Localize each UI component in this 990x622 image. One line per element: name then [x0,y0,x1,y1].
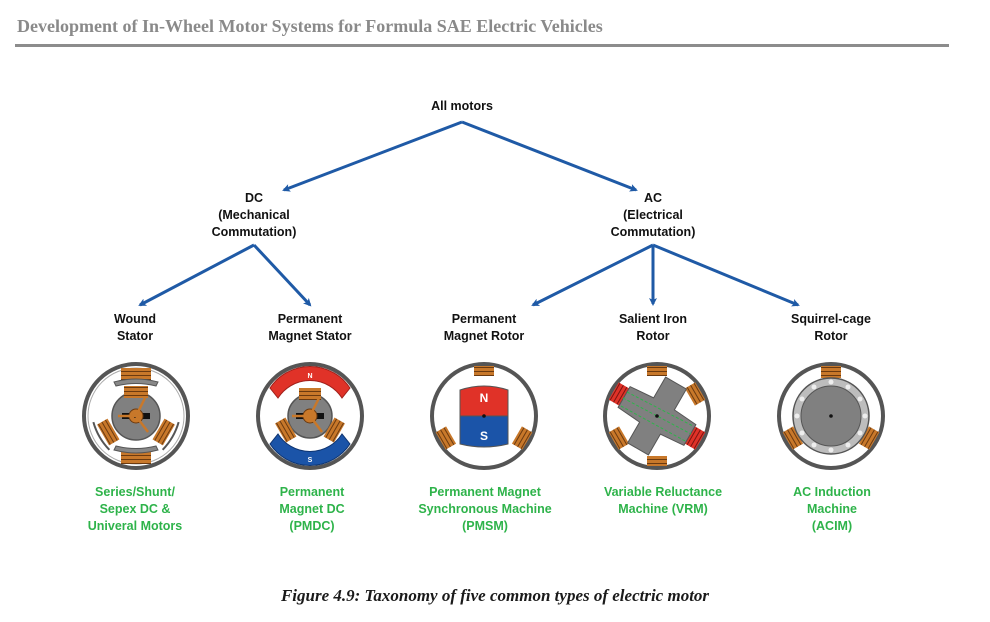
node-line: Permanent [277,312,343,326]
node-ac-line: (Electrical [623,208,683,222]
type-line: Series/Shunt/ [95,485,175,499]
node-line: Wound [113,312,157,326]
header-divider [15,44,949,47]
node-pm-stator: Permanent Magnet Stator [268,311,351,345]
motor-type-pmdc: Permanent Magnet DC (PMDC) [279,484,344,535]
node-line: Stator [116,329,154,343]
motor-type-pmsm: Permanent Magnet Synchronous Machine (PM… [418,484,551,535]
north-pole-label: N [480,391,489,405]
node-ac: AC (Electrical Commutation) [611,190,696,241]
arrow-dc-to-pm-stator [252,243,312,307]
wound-stator-dc-motor-icon [82,362,190,470]
motor-type-acim: AC Induction Machine (ACIM) [793,484,871,535]
node-line: Squirrel-cage [791,312,871,326]
node-wound-stator: Wound Stator [114,311,156,345]
north-pole-label: N [307,373,312,380]
node-ac-line: AC [643,191,663,205]
node-line: Permanent [451,312,517,326]
arrow-ac-to-pm-rotor [531,243,654,307]
type-line: Synchronous Machine [418,502,552,516]
node-squirrel-cage-rotor: Squirrel-cage Rotor [791,311,871,345]
motor-type-vrm: Variable Reluctance Machine (VRM) [604,484,722,518]
node-line: Salient Iron [618,312,688,326]
type-line: (PMDC) [289,519,335,533]
type-line: Machine (VRM) [618,502,708,516]
node-line: Rotor [814,329,848,343]
arrow-dc-to-wound-stator [138,243,255,307]
node-line: Magnet Stator [268,329,352,343]
type-line: Permanent [279,485,345,499]
node-all-motors: All motors [431,99,493,113]
node-dc-line: (Mechanical [218,208,290,222]
south-pole-label: S [480,429,488,443]
node-dc: DC (Mechanical Commutation) [212,190,297,241]
type-line: Permanent Magnet [429,485,541,499]
arrow-ac-to-squirrel-cage [652,243,800,307]
acim-motor-icon [777,362,885,470]
node-ac-line: Commutation) [610,225,696,239]
type-line: AC Induction [793,485,871,499]
arrow-root-to-ac [461,120,638,192]
motor-type-series-shunt-dc: Series/Shunt/ Sepex DC & Univeral Motors [88,484,182,535]
type-line: Univeral Motors [87,519,183,533]
type-line: (ACIM) [811,519,853,533]
node-line: Rotor [636,329,670,343]
node-dc-line: DC [244,191,264,205]
type-line: (PMSM) [462,519,508,533]
type-line: Machine [806,502,858,516]
type-line: Variable Reluctance [603,485,723,499]
pmdc-motor-icon: N S [256,362,364,470]
document-header-title: Development of In-Wheel Motor Systems fo… [17,16,603,36]
figure-caption: Figure 4.9: Taxonomy of five common type… [280,586,710,605]
type-line: Sepex DC & [99,502,171,516]
south-pole-label: S [308,457,313,464]
type-line: Magnet DC [279,502,345,516]
node-dc-line: Commutation) [211,225,297,239]
node-line: Magnet Rotor [443,329,525,343]
node-pm-rotor: Permanent Magnet Rotor [444,311,525,345]
vrm-motor-icon [603,362,711,470]
arrow-root-to-dc [282,120,463,192]
pmsm-motor-icon: N S [430,362,538,470]
node-salient-iron-rotor: Salient Iron Rotor [619,311,687,345]
